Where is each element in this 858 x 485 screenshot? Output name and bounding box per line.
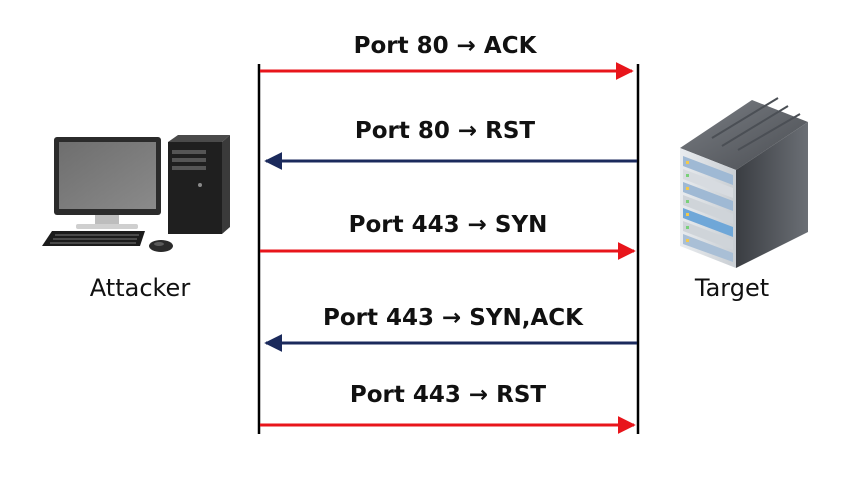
- message-label-port443-rst: Port 443 → RST: [349, 382, 547, 408]
- target-label: Target: [694, 274, 770, 302]
- message-label-port443-synack: Port 443 → SYN,ACK: [322, 305, 583, 331]
- server-rack-icon: [680, 97, 808, 268]
- message-label-port80-rst: Port 80 → RST: [354, 118, 536, 144]
- desktop-computer-icon: [42, 135, 230, 252]
- message-label-port443-syn: Port 443 → SYN: [348, 212, 548, 238]
- message-label-port80-ack: Port 80 → ACK: [353, 33, 537, 59]
- rack-units: [683, 156, 733, 262]
- attacker-label: Attacker: [89, 274, 191, 302]
